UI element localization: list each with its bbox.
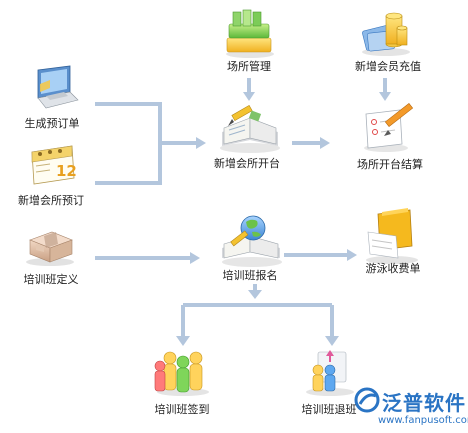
brand-name: 泛普软件 [382, 391, 466, 415]
arrowhead-to-opening-left [196, 137, 206, 149]
node-label-new-venue-opening: 新增会所开台 [214, 157, 280, 170]
node-label-venue-settlement: 场所开台结算 [357, 158, 423, 171]
svg-text:12: 12 [56, 162, 77, 180]
people-group-icon [154, 351, 209, 396]
folder-icon [366, 208, 418, 264]
node-label-training-class-withdraw: 培训班退班 [301, 403, 357, 416]
arrowhead-to-swimming-left [347, 249, 357, 261]
connector-booking-merge [95, 102, 162, 185]
node-label-swimming-bill: 游泳收费单 [365, 262, 421, 275]
node-label-new-club-booking: 新增会所预订 [18, 194, 84, 207]
coins-icon [362, 12, 410, 56]
globe-icon [222, 215, 282, 267]
arrowhead-to-withdraw [325, 336, 339, 346]
brand-logo: 泛普软件 www.fanpusoft.com [350, 385, 468, 431]
calendar-icon: 12 [31, 145, 77, 185]
withdraw-icon [306, 350, 354, 396]
node-label-training-class-checkin: 培训班签到 [154, 403, 210, 416]
brand-url: www.fanpusoft.com [378, 415, 468, 426]
logo-mark-icon [354, 387, 380, 413]
arrowhead-to-opening-top [243, 92, 255, 101]
arrowhead-to-checkin [176, 336, 190, 346]
node-label-training-class-define: 培训班定义 [23, 273, 79, 286]
arrowheads [176, 92, 391, 346]
connectors [95, 78, 387, 336]
book-pencil-icon [220, 104, 280, 153]
node-label-new-member-recharge: 新增会员充值 [355, 60, 421, 73]
node-label-generate-booking: 生成预订单 [24, 117, 80, 130]
node-label-training-class-signup: 培训班报名 [222, 269, 278, 282]
arrowhead-to-settlement-top [379, 92, 391, 101]
checklist-icon [364, 102, 414, 152]
books-stack-icon [226, 9, 274, 58]
arrowhead-to-settlement-left [320, 137, 330, 149]
arrowhead-signup-down [248, 290, 262, 299]
arrowhead-to-signup-left [190, 252, 200, 264]
box-icon [26, 231, 74, 266]
laptop-icon [37, 65, 79, 109]
node-label-venue-management: 场所管理 [227, 60, 271, 73]
